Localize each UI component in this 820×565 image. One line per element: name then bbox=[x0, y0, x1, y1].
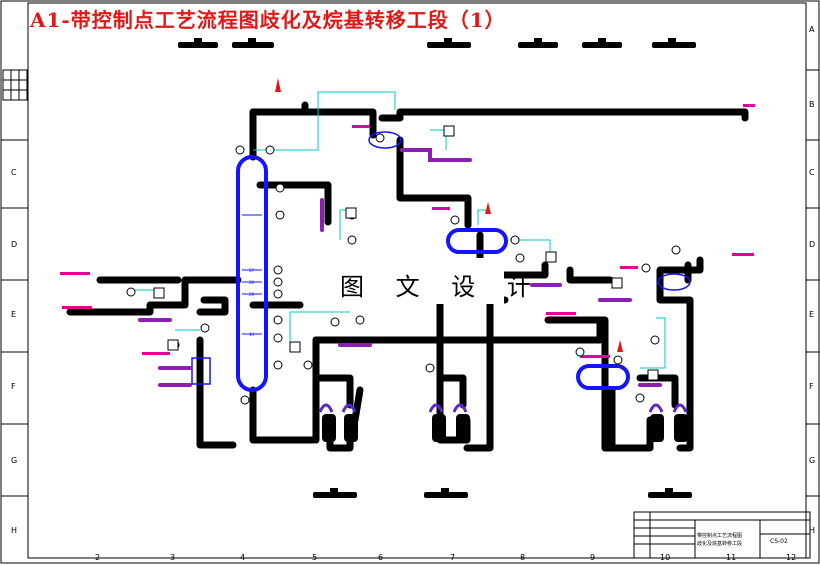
heat-exchangers bbox=[191, 131, 691, 385]
process-pipes bbox=[66, 101, 749, 452]
title-block-desc-1: 带控制点工艺流程图 bbox=[697, 533, 743, 539]
row-label-d: D bbox=[11, 240, 18, 249]
drawing-title: A1-带控制点工艺流程图歧化及烷基转移工段（1） bbox=[30, 8, 506, 32]
row-label-right-e: E bbox=[809, 310, 815, 319]
overhead-condenser bbox=[368, 131, 402, 149]
instrument-bubbles bbox=[126, 133, 681, 405]
reboilers bbox=[318, 403, 688, 413]
distillation-column bbox=[236, 155, 268, 392]
drawing-number: CS-02 bbox=[770, 538, 788, 545]
row-label-c: C bbox=[11, 168, 17, 177]
equipment-tags bbox=[178, 38, 696, 498]
pump-stacks bbox=[322, 414, 688, 442]
col-label-11: 11 bbox=[726, 553, 737, 562]
row-label-right-d: D bbox=[809, 240, 816, 249]
row-label-right-b: B bbox=[809, 100, 815, 109]
tray-numbers: 27 28 29 44 bbox=[249, 268, 255, 337]
row-label-g: G bbox=[11, 456, 18, 465]
signal-lines bbox=[130, 91, 666, 369]
feed-heater bbox=[191, 357, 211, 385]
col-label-10: 10 bbox=[660, 553, 671, 562]
row-label-right-g: G bbox=[809, 456, 816, 465]
svg-text:29: 29 bbox=[249, 292, 255, 297]
col-label-6: 6 bbox=[378, 553, 384, 562]
row-label-f: F bbox=[11, 382, 16, 391]
row-label-h: H bbox=[11, 526, 18, 535]
watermark-box: 图 文 设 计 bbox=[318, 258, 531, 304]
col-label-12: 12 bbox=[786, 553, 797, 562]
line-markers bbox=[60, 104, 755, 358]
col-label-2: 2 bbox=[95, 553, 101, 562]
revision-stamp bbox=[2, 69, 28, 101]
title-block-desc-2: 歧化及烷基转移工段 bbox=[697, 541, 743, 547]
title-block bbox=[633, 511, 811, 559]
column-internals bbox=[242, 214, 262, 335]
col-label-5: 5 bbox=[312, 553, 318, 562]
svg-text:28: 28 bbox=[249, 280, 255, 285]
col-label-8: 8 bbox=[520, 553, 526, 562]
svg-text:44: 44 bbox=[249, 332, 255, 337]
reflux-drum-1 bbox=[446, 228, 508, 254]
vessels bbox=[236, 155, 630, 392]
row-label-right-f: F bbox=[809, 382, 814, 391]
col-label-3: 3 bbox=[170, 553, 176, 562]
col-label-9: 9 bbox=[590, 553, 596, 562]
row-label-right-c: C bbox=[809, 168, 815, 177]
condenser-2 bbox=[657, 273, 691, 291]
watermark-text: 图 文 设 计 bbox=[340, 273, 543, 301]
instrument-branches bbox=[138, 148, 662, 387]
reflux-drum-2 bbox=[576, 364, 630, 390]
row-label-e: E bbox=[11, 310, 17, 319]
row-label-right-h: H bbox=[809, 526, 816, 535]
col-label-4: 4 bbox=[240, 553, 246, 562]
svg-text:27: 27 bbox=[249, 268, 255, 273]
vent-arrows bbox=[275, 78, 623, 352]
instrument-boxes bbox=[153, 125, 659, 381]
row-label-right-a: A bbox=[809, 25, 815, 34]
col-label-7: 7 bbox=[450, 553, 456, 562]
